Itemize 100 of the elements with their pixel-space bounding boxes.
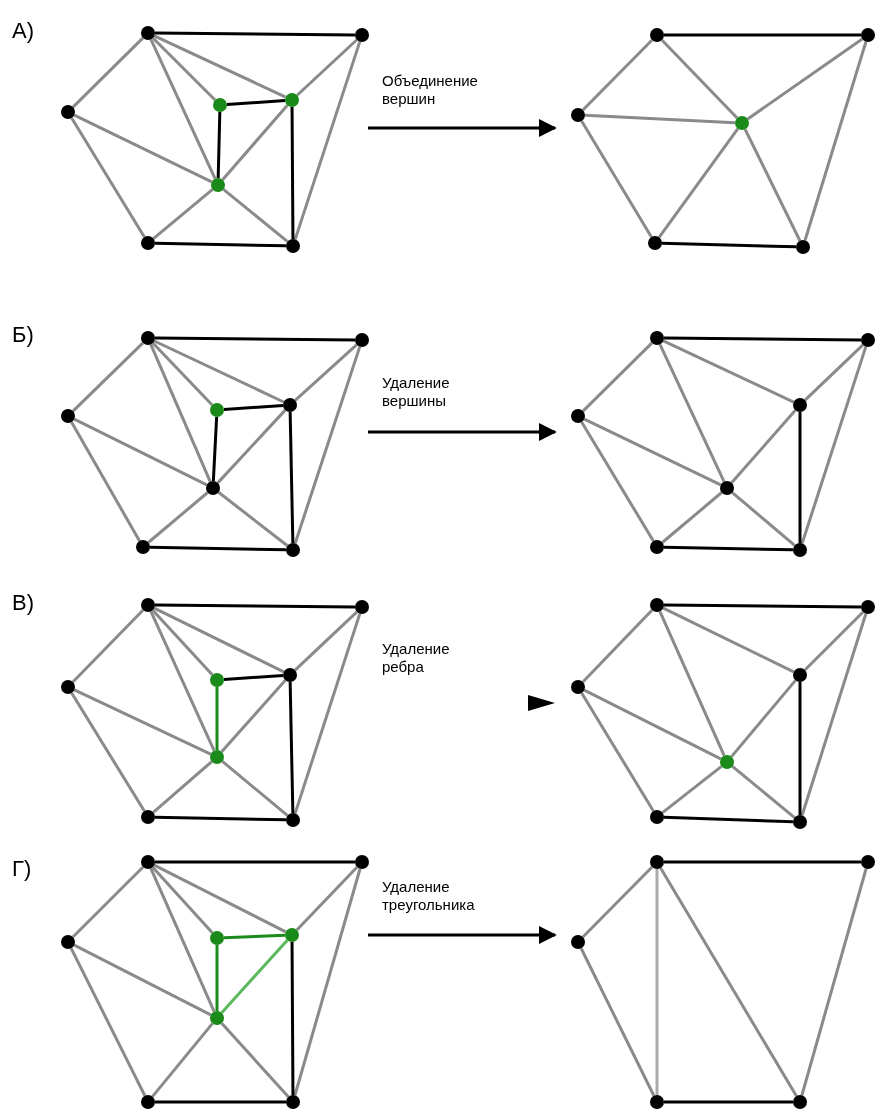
mesh-edge: [662, 339, 795, 404]
mesh-edge: [581, 341, 654, 413]
vertex-dot: [861, 600, 875, 614]
mesh-edge: [155, 31, 355, 37]
mesh-edge: [211, 416, 219, 482]
mesh-edge: [215, 687, 219, 750]
mesh-edge: [663, 545, 794, 552]
vertex-dot: [283, 668, 297, 682]
vertex-dot: [650, 598, 664, 612]
mesh-edge: [290, 107, 295, 239]
mesh-edge: [583, 688, 722, 761]
mesh-edge: [658, 343, 726, 483]
mesh-edge: [216, 111, 222, 179]
vertex-dot: [141, 810, 155, 824]
mesh-edge: [803, 610, 865, 672]
vertex-dot: [206, 481, 220, 495]
mesh-edge: [661, 765, 723, 814]
vertex-dot: [650, 331, 664, 345]
mesh-edge: [149, 610, 216, 752]
mesh-edge: [152, 760, 213, 814]
vertex-dot: [61, 409, 75, 423]
mesh-edge: [151, 609, 214, 676]
mesh-edge: [293, 41, 362, 240]
operation-caption: Объединение вершин: [382, 72, 479, 108]
vertex-dot: [286, 543, 300, 557]
mesh-edge: [155, 860, 355, 864]
mesh-edge: [800, 346, 868, 544]
mesh-edge: [153, 34, 287, 99]
mesh-edge: [216, 409, 287, 484]
mesh-edge: [584, 113, 736, 125]
mesh-edge: [731, 491, 796, 547]
vertex-dot: [861, 333, 875, 347]
mesh-edge: [731, 765, 796, 819]
vertex-dot: [650, 810, 664, 824]
vertex-dot: [286, 1095, 300, 1109]
mesh-edge: [295, 866, 359, 931]
mesh-edge: [151, 866, 214, 934]
mesh-edge: [804, 343, 864, 402]
mesh-edge: [661, 491, 723, 544]
mesh-edge: [149, 38, 217, 180]
mesh-edge: [220, 1022, 290, 1098]
panel-letter: А): [12, 18, 34, 44]
vertex-dot: [571, 935, 585, 949]
mesh-edge: [581, 609, 654, 683]
mesh-edge: [149, 545, 287, 552]
mesh-edge: [153, 606, 285, 674]
mesh-edge: [73, 688, 212, 756]
mesh-edge: [221, 104, 289, 181]
vertex-dot: [793, 1095, 807, 1109]
vertex-dot: [355, 600, 369, 614]
vertex-dot: [141, 1095, 155, 1109]
mesh-edge: [657, 127, 740, 239]
mesh-edge: [664, 860, 861, 864]
mesh-edge: [294, 343, 358, 402]
mesh-edge: [580, 120, 653, 238]
mesh-edge: [746, 37, 864, 121]
vertex-dot: [720, 755, 734, 769]
vertex-dot: [355, 333, 369, 347]
vertex-dot: [571, 680, 585, 694]
mesh-edge: [798, 412, 802, 543]
vertex-dot: [211, 178, 225, 192]
mesh-edge: [580, 692, 655, 812]
mesh-edge: [153, 863, 287, 934]
mesh-edge: [154, 815, 287, 822]
vertex-dot: [285, 93, 299, 107]
vertex-dot: [141, 598, 155, 612]
mesh-edge: [655, 869, 659, 1095]
mesh-edge: [662, 606, 795, 674]
mesh-edge: [293, 613, 362, 814]
vertex-dot: [61, 935, 75, 949]
mesh-edge: [149, 867, 216, 1013]
vertex-dot: [61, 105, 75, 119]
mesh-edge: [151, 1022, 214, 1098]
mesh-edge: [151, 36, 217, 102]
mesh-edge: [151, 342, 214, 406]
vertex-dot: [286, 813, 300, 827]
mesh-edge: [730, 409, 797, 484]
mesh-edge: [658, 610, 726, 757]
mesh-edge: [579, 947, 656, 1097]
mesh-edge: [290, 942, 295, 1095]
mesh-edge: [800, 613, 868, 816]
operation-caption: Удаление треугольника: [382, 878, 476, 914]
mesh-edge: [155, 1100, 286, 1104]
vertex-dot: [141, 331, 155, 345]
mesh-edge: [583, 417, 722, 487]
mesh-edge: [798, 682, 802, 815]
mesh-edge: [288, 681, 295, 814]
mesh-edge: [580, 421, 655, 542]
mesh-edge: [660, 39, 739, 119]
vertex-dot: [213, 98, 227, 112]
mesh-edge: [147, 491, 209, 544]
vertex-dot: [650, 1095, 664, 1109]
vertex-dot: [861, 28, 875, 42]
vertex-dot: [796, 240, 810, 254]
mesh-edge: [71, 341, 145, 413]
vertex-dot: [136, 540, 150, 554]
mesh-edge: [73, 943, 212, 1017]
mesh-edge: [220, 939, 289, 1014]
mesh-edge: [223, 674, 284, 681]
vertex-dot: [61, 680, 75, 694]
